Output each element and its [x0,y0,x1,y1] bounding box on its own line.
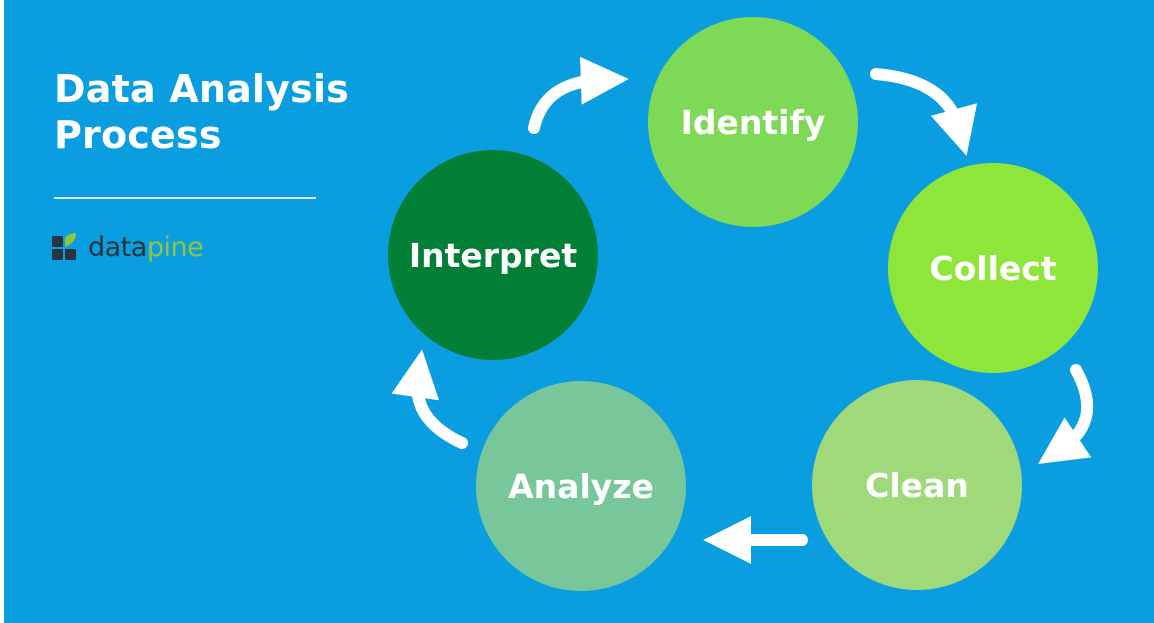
title-line-2: Process [54,113,222,157]
datapine-logo: datapine [52,229,204,265]
cycle-arrows [391,56,1094,564]
title-line-1: Data Analysis [54,67,349,111]
arrow-collect-to-clean [1038,364,1094,464]
arrow-analyze-to-interpret [391,349,468,449]
step-collect: Collect [888,163,1098,373]
page-title: Data Analysis Process [54,66,414,158]
step-clean-label: Clean [865,465,969,505]
logo-wordmark: datapine [88,231,204,263]
logo-text-pine: pine [146,231,204,263]
step-analyze: Analyze [476,381,686,591]
datapine-logo-icon [52,233,76,260]
step-identify: Identify [648,17,858,227]
logo-text-data: data [88,231,147,263]
step-interpret: Interpret [388,150,598,360]
step-interpret-label: Interpret [408,235,578,275]
step-collect-label: Collect [929,248,1057,288]
arrow-identify-to-collect [870,68,978,156]
step-clean: Clean [812,380,1022,590]
title-divider [54,197,316,199]
step-analyze-label: Analyze [508,466,654,506]
arrow-interpret-to-identify [528,56,629,134]
diagram-canvas: Data Analysis Process datapine Identify … [4,0,1154,623]
step-identify-label: Identify [680,102,826,142]
